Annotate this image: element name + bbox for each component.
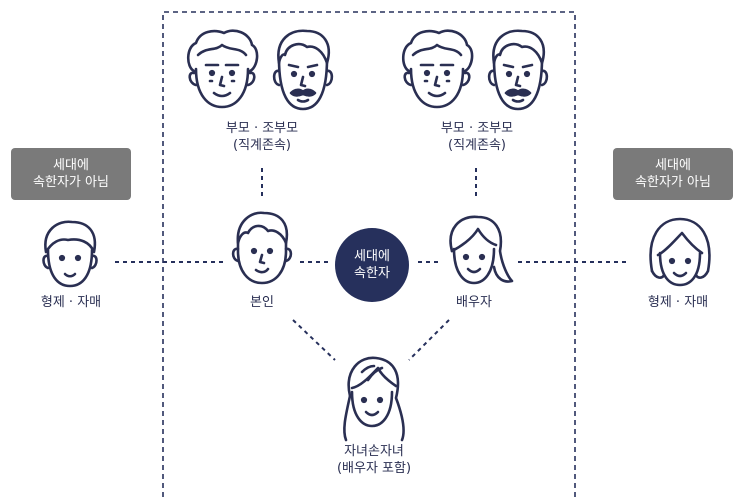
grandparent-icon (272, 29, 334, 111)
line-spouse-children (408, 319, 450, 361)
center-line2: 속한자 (354, 266, 390, 281)
sibling-icon (649, 217, 711, 287)
label-line1: 부모 · 조부모 (225, 121, 299, 136)
parents-left-label: 부모 · 조부모 (직계존속) (226, 120, 298, 154)
grandparent-icon (401, 29, 474, 109)
right-not-member-tag: 세대에 속한자가 아님 (613, 148, 733, 200)
center-line1: 세대에 (354, 249, 390, 264)
children-label: 자녀손자녀 (배우자 포함) (337, 443, 411, 477)
label-line2: (직계존속) (233, 138, 291, 153)
tag-line2: 속한자가 아님 (33, 175, 109, 190)
label-line2: (직계존속) (448, 138, 506, 153)
left-not-member-tag: 세대에 속한자가 아님 (11, 148, 131, 200)
self-icon (231, 211, 293, 285)
label-line2: (배우자 포함) (336, 461, 412, 476)
spouse-icon (449, 215, 514, 285)
connector-lines (115, 168, 628, 361)
label-text: 본인 (250, 295, 274, 310)
label-text: 배우자 (456, 295, 492, 310)
parents-right-label: 부모 · 조부모 (직계존속) (441, 120, 513, 154)
tag-line1: 세대에 (655, 158, 691, 173)
label-line1: 자녀손자녀 (344, 444, 404, 459)
self-label: 본인 (250, 294, 274, 311)
tag-line1: 세대에 (53, 158, 89, 173)
grandparent-icon (487, 29, 549, 111)
tag-line2: 속한자가 아님 (635, 175, 711, 190)
label-text: 형제 · 자매 (647, 295, 709, 310)
spouse-label: 배우자 (456, 294, 492, 311)
line-self-children (292, 319, 336, 361)
label-line1: 부모 · 조부모 (440, 121, 514, 136)
sibling-icon (42, 220, 98, 288)
label-text: 형제 · 자매 (40, 295, 102, 310)
sibling-left-label: 형제 · 자매 (41, 294, 101, 311)
household-member-circle: 세대에 속한자 (335, 228, 409, 302)
grandparent-icon (186, 29, 259, 109)
children-icon (343, 356, 405, 442)
sibling-right-label: 형제 · 자매 (648, 294, 708, 311)
